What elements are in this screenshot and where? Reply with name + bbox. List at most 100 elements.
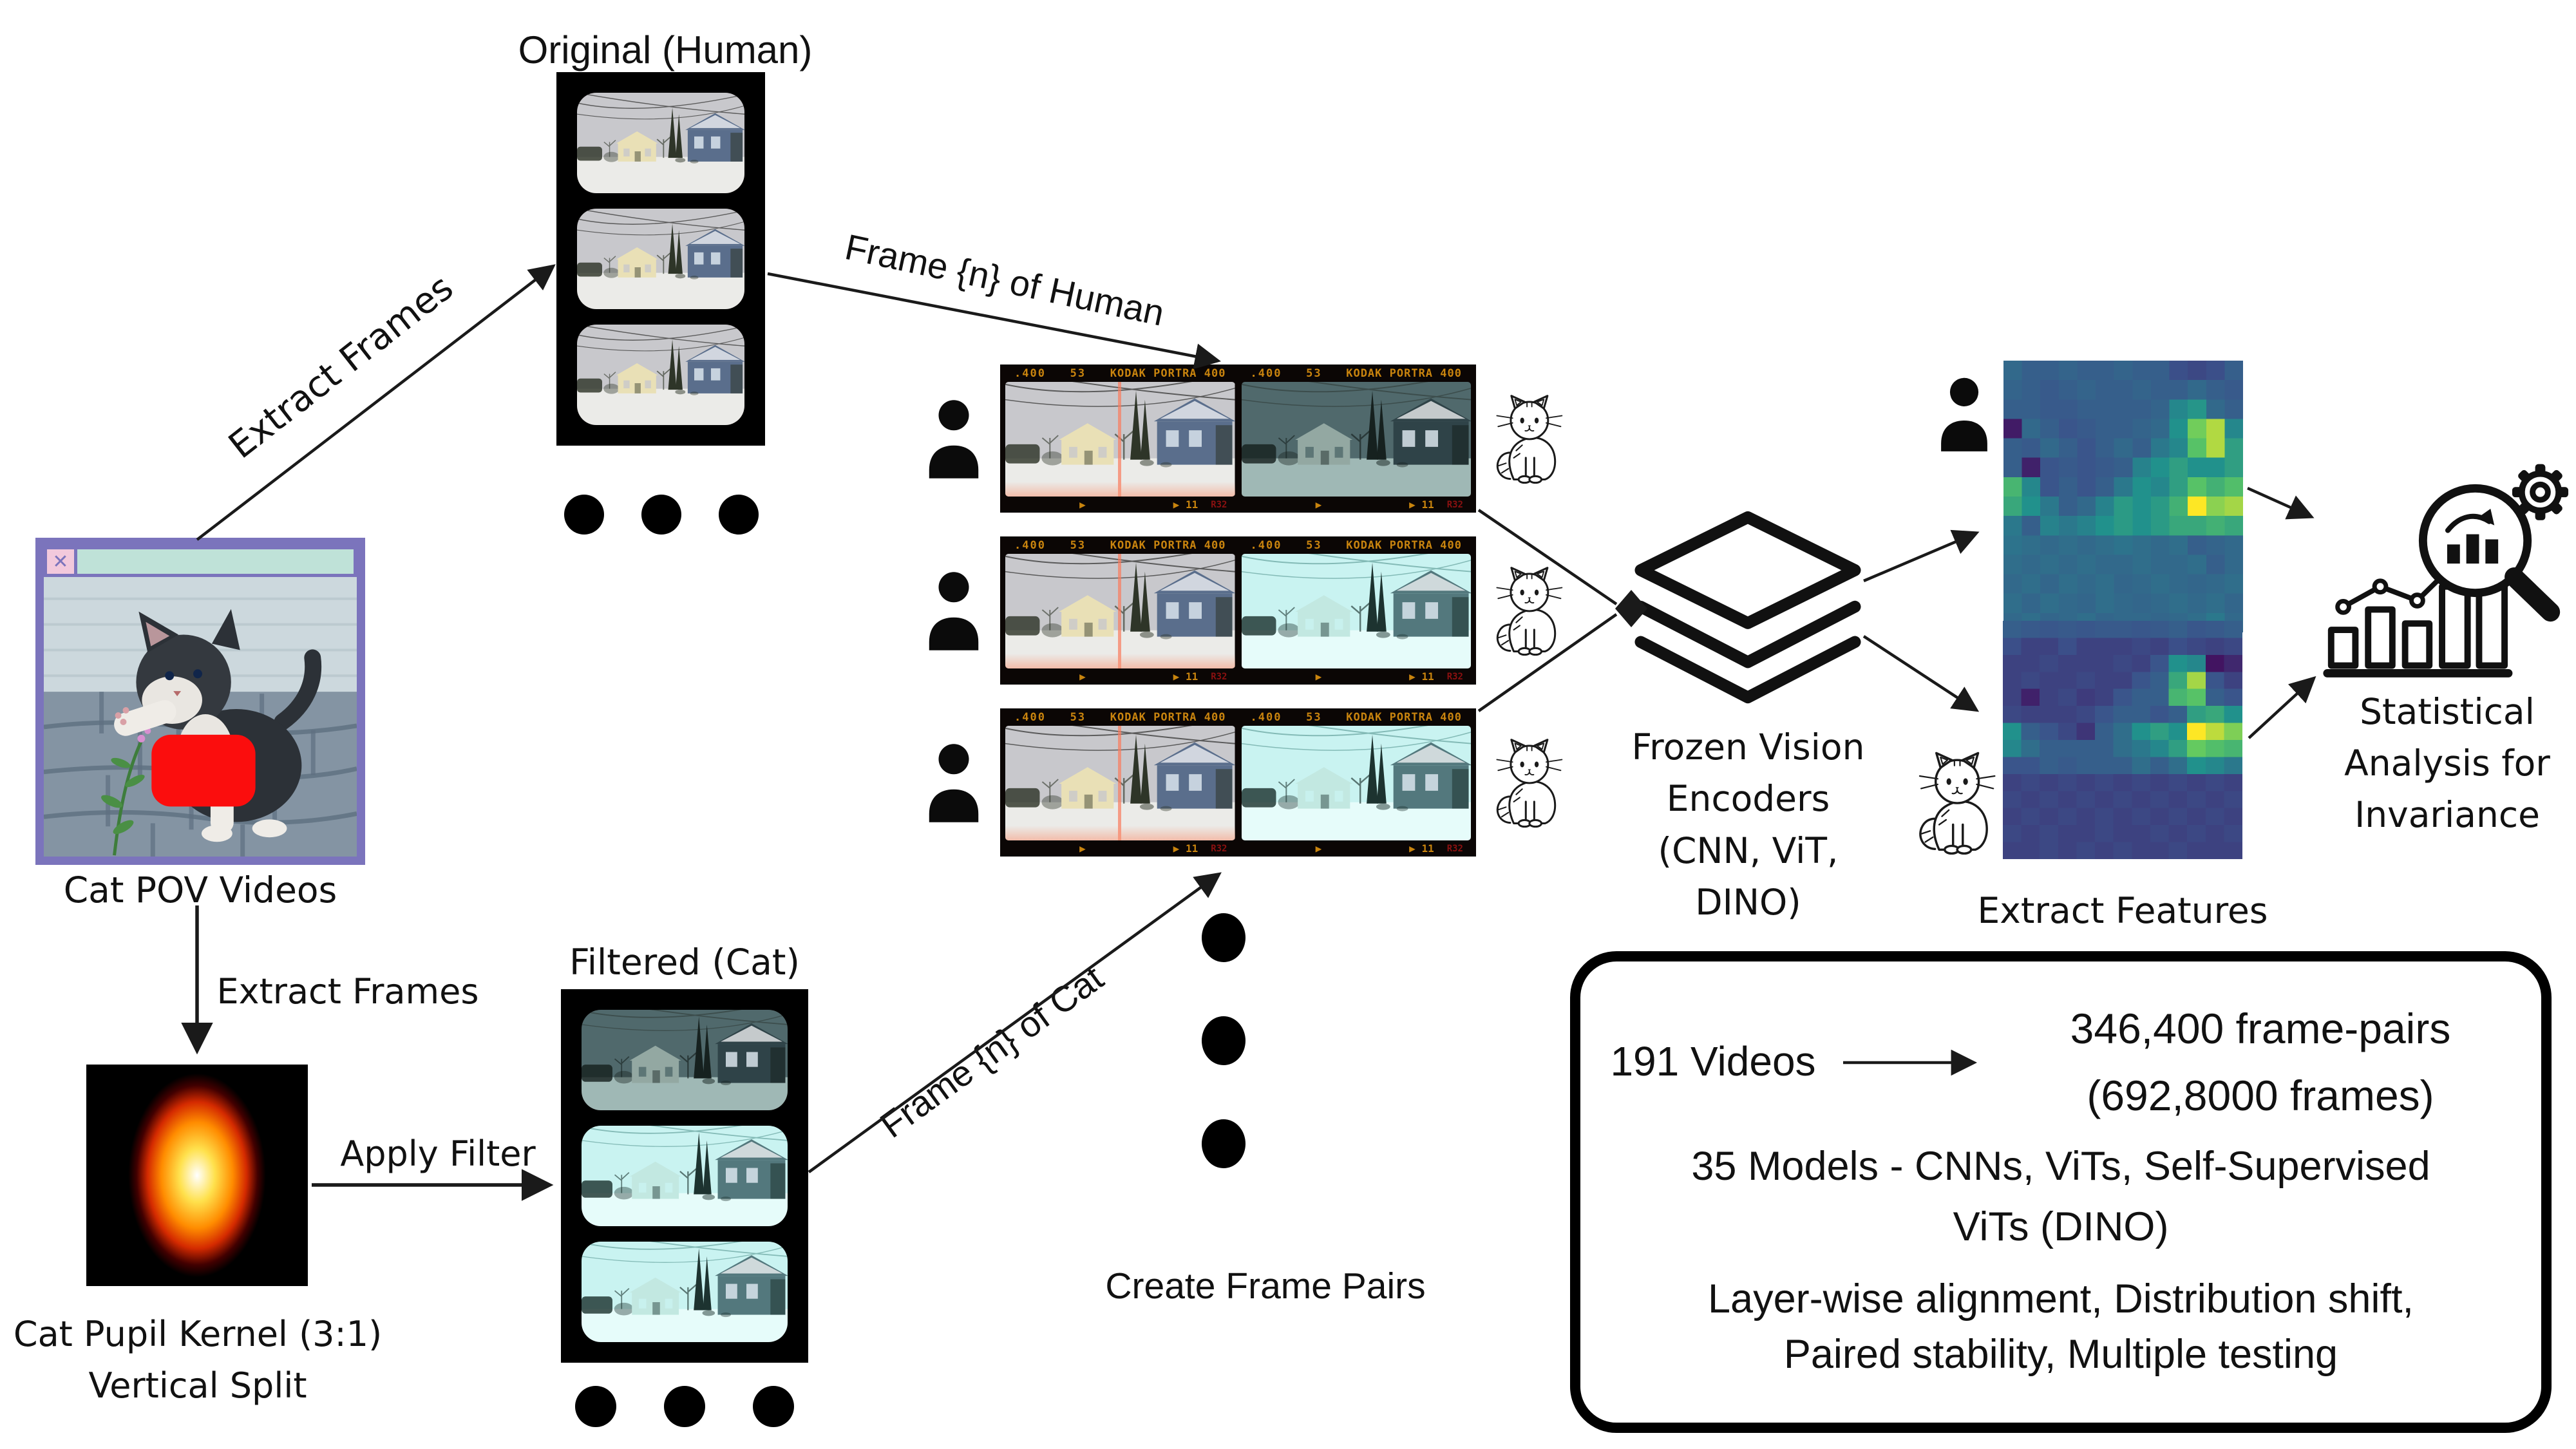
film-header-brand: KODAK PORTRA 400 [1346,538,1462,552]
film-footer-index: ▶ 11 [1409,670,1434,683]
cat-icon [1918,752,1996,855]
window-titlebar: ✕ [44,546,357,577]
window-close-button[interactable]: ✕ [47,549,74,574]
film-footer-index: ▶ 11 [1173,670,1198,683]
kitten-photo [44,577,357,857]
feature-heatmap-human [2003,361,2243,632]
film-header-left: .400 [1014,538,1046,552]
window-title-fill [77,549,354,574]
laser-line [1117,726,1121,840]
summary-analyses-line1: Layer-wise alignment, Distribution shift… [1708,1276,2414,1321]
human-filmstrip-frame [577,209,744,309]
arrow-cat-heatmap-to-stats [2248,676,2316,739]
snow-scene-cat-bright [1241,726,1471,840]
film-header-left: .400 [1250,538,1282,552]
frame-n-of-human-label: Frame {n} of Human [841,226,1168,334]
create-frame-pairs-label: Create Frame Pairs [1105,1265,1426,1307]
encoder-caption-line: Encoders [1666,778,1830,820]
film-header-num: 53 [1070,538,1086,552]
encoder-caption-line: Frozen Vision [1631,726,1865,768]
kernel-caption-line1: Cat Pupil Kernel (3:1) [13,1314,383,1354]
stats-magnifier-icon [2323,464,2569,677]
person-icon [929,572,979,650]
person-icon [929,400,979,478]
ellipsis-dot [564,495,604,535]
film-footer-index: ▶ 11 [1173,842,1198,855]
original-human-title: Original (Human) [518,28,813,71]
encoder-caption: Frozen Vision Encoders (CNN, ViT, DINO) [1586,721,1911,928]
filtered-cat-title: Filtered (Cat) [569,942,800,983]
pupil-kernel-image [86,1065,308,1286]
film-header-brand: KODAK PORTRA 400 [1346,366,1462,380]
film-footer-play: ▶ [1079,670,1086,683]
kitten-video-thumbnail [44,577,357,857]
film-footer-play: ▶ [1315,842,1322,855]
feature-heatmap-cat [2003,621,2242,859]
encoder-caption-line: DINO) [1695,881,1801,923]
extract-frames-label-diagonal: Extract Frames [221,267,461,468]
film-footer-code: R32 [1211,499,1227,510]
snow-scene-cat-dark [1241,382,1471,497]
cat-icon [1495,395,1563,484]
extract-features-label: Extract Features [1977,890,2268,931]
kernel-caption-line2: Vertical Split [88,1365,307,1406]
film-footer-code: R32 [1211,671,1227,682]
stats-caption: Statistical Analysis for Invariance [2312,687,2576,840]
film-glow [1005,481,1235,497]
film-footer-index: ▶ 11 [1409,498,1434,511]
snow-scene-cat-bright [582,1126,788,1226]
film-footer-code: R32 [1446,843,1463,854]
film-header-brand: KODAK PORTRA 400 [1110,366,1226,380]
arrow-encoder-to-cat-heatmap [1862,635,1980,712]
laser-line [1117,554,1121,668]
film-footer-code: R32 [1446,671,1463,682]
filtered-filmstrip-frame [582,1126,788,1226]
film-header-left: .400 [1014,366,1046,380]
snow-scene-cat-dark [582,1010,788,1110]
arrow-human-heatmap-to-stats [2247,486,2315,520]
film-glow [1005,825,1235,840]
summary-models-line2: ViTs (DINO) [1953,1204,2169,1249]
summary-pairs-line1: 346,400 frame-pairs [2070,1005,2451,1052]
film-header-brand: KODAK PORTRA 400 [1110,538,1226,552]
film-footer-index: ▶ 11 [1173,498,1198,511]
stats-caption-line: Invariance [2354,793,2540,835]
film-header-num: 53 [1070,710,1086,724]
person-icon [929,744,979,822]
snow-scene [577,93,744,193]
snow-scene-cat-bright [582,1242,788,1342]
person-icon [1941,377,1987,451]
ellipsis-dot [753,1386,794,1427]
ellipsis-dot [1202,913,1245,962]
snow-scene-cat-bright [1241,554,1471,668]
film-footer-code: R32 [1446,499,1463,510]
film-footer-play: ▶ [1315,670,1322,683]
film-footer-play: ▶ [1079,842,1086,855]
summary-box [1570,951,2552,1433]
filtered-filmstrip-frame [582,1242,788,1342]
cat-icon [1495,567,1563,656]
ellipsis-dot [1202,1119,1245,1168]
summary-videos: 191 Videos [1610,1038,1816,1084]
stats-caption-line: Statistical [2360,691,2535,732]
magnifier-icon [2418,484,2561,622]
stats-caption-line: Analysis for [2344,742,2550,784]
human-filmstrip-frame [577,325,744,425]
film-header-left: .400 [1250,710,1282,724]
human-filmstrip [556,72,765,446]
film-header-left: .400 [1250,366,1282,380]
film-footer-code: R32 [1211,843,1227,854]
summary-models-line1: 35 Models - CNNs, ViTs, Self-Supervised [1691,1144,2430,1189]
filtered-filmstrip [561,989,808,1363]
ellipsis-dot [1202,1016,1245,1065]
laser-line [1117,382,1121,497]
ellipsis-dot [641,495,681,535]
film-footer-play: ▶ [1079,498,1086,511]
frame-n-of-cat-label: Frame {n} of Cat [872,957,1111,1146]
